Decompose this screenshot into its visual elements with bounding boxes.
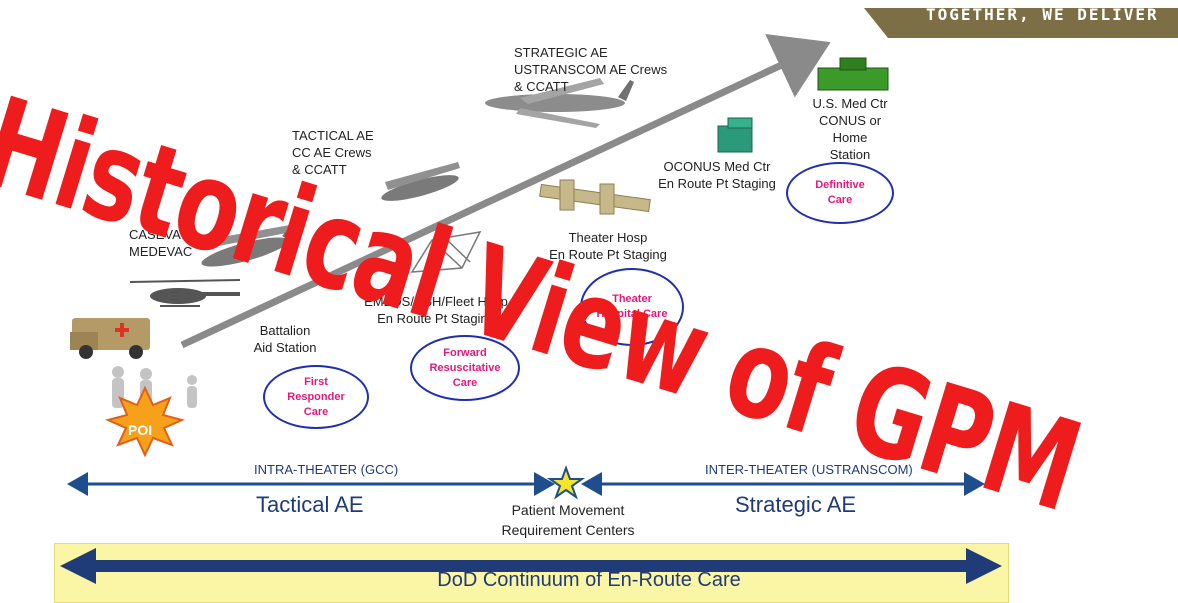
- poi-label: POI: [128, 422, 153, 438]
- intra-theater-label: INTRA-THEATER (GCC): [254, 462, 399, 477]
- tactical-ae-big-label: Tactical AE: [256, 492, 364, 517]
- forward-resuscitative-care-oval: Forward Resuscitative Care: [410, 335, 520, 401]
- oconus-building-icon: [717, 117, 753, 153]
- ambulance-icon: [70, 318, 150, 359]
- tent-icon: [410, 231, 482, 273]
- us-med-ctr-building-icon: [817, 57, 889, 91]
- strategic-aircraft-icon: [485, 78, 634, 128]
- banner-text: TOGETHER, WE DELIVER: [926, 5, 1159, 24]
- inter-theater-label: INTER-THEATER (USTRANSCOM): [705, 462, 913, 477]
- us-med-ctr-label: U.S. Med Ctr CONUS or Home Station: [812, 96, 888, 162]
- pmrc-label: Patient Movement Requirement Centers: [501, 502, 635, 538]
- theater-hospital-care-oval: Theater Hospital Care: [580, 268, 684, 346]
- pmrc-star-icon: [546, 465, 586, 500]
- casevac-label: CASEVAC/ MEDEVAC: [129, 227, 194, 259]
- strategic-ae-label: STRATEGIC AE USTRANSCOM AE Crews & CCATT: [514, 45, 668, 94]
- first-responder-care-oval: First Responder Care: [263, 365, 369, 429]
- definitive-care-oval: Definitive Care: [786, 162, 894, 224]
- progression-arrow: [180, 34, 831, 349]
- battalion-label: Battalion Aid Station: [253, 323, 317, 355]
- poi-burst-icon: [104, 385, 186, 458]
- theater-hosp-label: Theater Hosp En Route Pt Staging: [549, 230, 667, 262]
- helicopter-icon: [129, 279, 241, 307]
- tactical-ae-label: TACTICAL AE CC AE Crews & CCATT: [292, 128, 374, 177]
- banner-bar: [864, 8, 1178, 38]
- continuum-bar: [54, 543, 1009, 603]
- continuum-label: DoD Continuum of En-Route Care: [437, 569, 741, 591]
- theater-hospital-icon: [539, 179, 651, 215]
- strategic-ae-big-label: Strategic AE: [735, 492, 857, 517]
- tactical-aircraft-2-icon: [381, 162, 460, 201]
- emeds-label: EMEDS/CSH/Fleet Hosp En Route Pt Staging: [364, 294, 508, 326]
- tactical-aircraft-icon: [201, 218, 302, 267]
- oconus-label: OCONUS Med Ctr En Route Pt Staging: [658, 159, 776, 191]
